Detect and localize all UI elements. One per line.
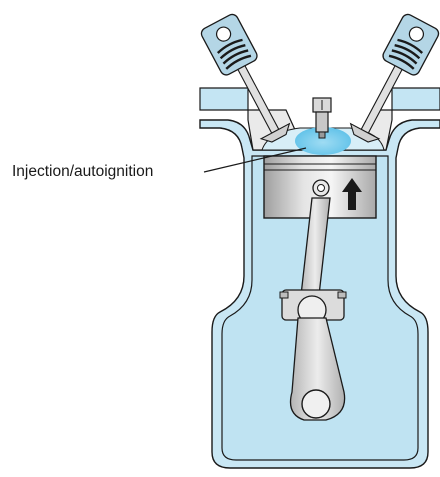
coolant-passage-right — [392, 88, 440, 110]
coolant-passage-left — [200, 88, 248, 110]
fuel-injector — [313, 98, 331, 138]
injection-autoignition-label: Injection/autoignition — [12, 163, 153, 180]
crankshaft-main-journal — [302, 390, 330, 418]
